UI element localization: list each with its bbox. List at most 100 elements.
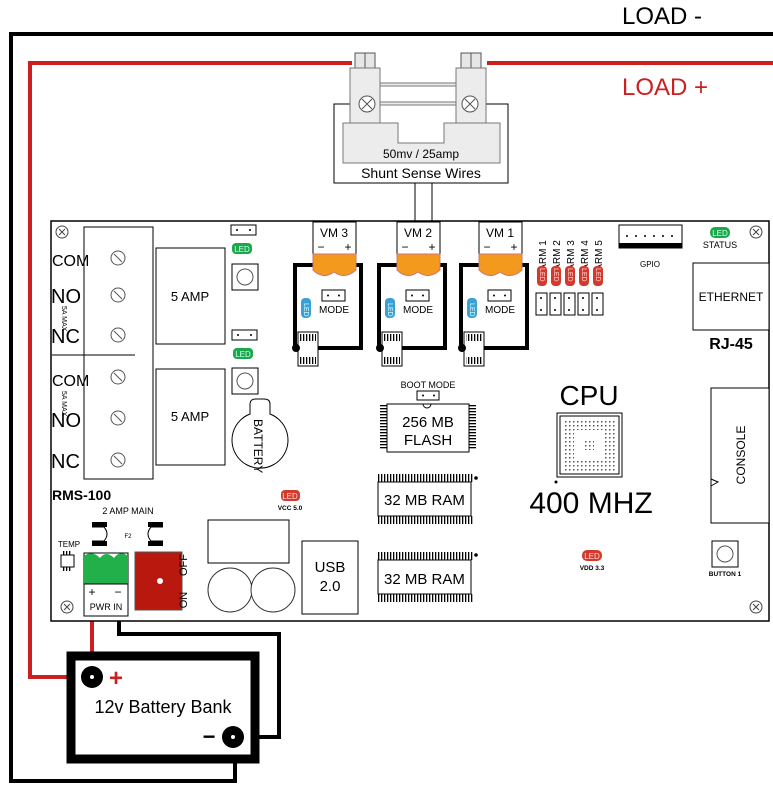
flash-chip: 256 MB FLASH	[380, 403, 476, 453]
alarm-jumper[interactable]	[577, 292, 590, 316]
cpu-chip	[554, 412, 623, 484]
console-port[interactable]: CONSOLE	[710, 387, 770, 524]
status-label: STATUS	[703, 240, 737, 250]
vdd-led: LED	[582, 550, 602, 561]
switch-off-label: OFF	[178, 554, 190, 576]
alarm-jumper[interactable]	[535, 292, 548, 316]
vm-label: VM 3	[320, 226, 348, 240]
terminal-screw-icon[interactable]	[110, 410, 126, 426]
svg-text:LED: LED	[282, 492, 298, 501]
relay2-button[interactable]	[231, 367, 259, 395]
relay1-com-label: COM	[52, 253, 89, 270]
vm-mode-jumper[interactable]	[405, 289, 430, 302]
svg-text:LED: LED	[552, 268, 559, 282]
vm-mode-label: MODE	[485, 305, 515, 316]
ethernet-label: ETHERNET	[699, 290, 764, 304]
cpu-speed: 400 MHZ	[529, 487, 652, 520]
svg-text:LED: LED	[468, 303, 475, 317]
button-1[interactable]	[711, 540, 739, 568]
gpio-header	[618, 224, 683, 249]
relay1-led: LED	[232, 243, 252, 254]
vm-plus: +	[510, 240, 517, 254]
flash-size: 256 MB	[402, 414, 454, 431]
board-model: RMS-100	[52, 487, 111, 503]
vm-connector	[292, 331, 319, 367]
main-fuse-label: 2 AMP MAIN	[102, 506, 153, 516]
terminal-screw-icon[interactable]	[110, 287, 126, 303]
vm-mode-label: MODE	[319, 305, 349, 316]
ram1-label: 32 MB RAM	[384, 492, 465, 509]
battery-positive-terminal	[81, 666, 103, 688]
svg-text:LED: LED	[302, 303, 309, 317]
temp-sensor	[60, 551, 75, 571]
alarm-label: ALARM 1	[538, 240, 549, 283]
terminal-screw-icon[interactable]	[110, 369, 126, 385]
relay1-no-label: NO	[51, 286, 81, 308]
rj45-label: RJ-45	[709, 336, 753, 353]
capacitor-1	[207, 567, 253, 613]
shunt: 50mv / 25amp Shunt Sense Wires	[333, 52, 509, 222]
alarm-label: ALARM 2	[552, 240, 563, 283]
svg-text:LED: LED	[235, 350, 251, 359]
alarm-label: ALARM 4	[580, 240, 591, 283]
svg-text:LED: LED	[538, 268, 545, 282]
mount-hole-icon	[749, 600, 763, 614]
alarm-jumper[interactable]	[549, 292, 562, 316]
battery-minus-sign: −	[203, 724, 216, 749]
usb-port[interactable]: USB 2.0	[301, 540, 359, 615]
vm-minus: −	[483, 240, 490, 254]
svg-text:LED: LED	[594, 268, 601, 282]
battery-label: BATTERY	[251, 419, 265, 473]
svg-text:LED: LED	[712, 229, 728, 238]
terminal-screw-icon[interactable]	[110, 327, 126, 343]
vm-mode-jumper[interactable]	[487, 289, 512, 302]
vm-led: LED	[301, 298, 311, 318]
svg-text:LED: LED	[580, 268, 587, 282]
svg-text:LED: LED	[584, 552, 600, 561]
relay-1: 5 AMP	[155, 247, 226, 345]
relay2-com-label: COM	[52, 373, 89, 390]
vm-connector	[376, 331, 403, 367]
boot-mode-jumper[interactable]	[416, 390, 440, 401]
terminal-screw-icon[interactable]	[110, 452, 126, 468]
pwr-minus: −	[114, 585, 121, 599]
load-positive-wire	[28, 61, 773, 679]
relay2-no-label: NO	[51, 410, 81, 432]
cpu-label: CPU	[559, 380, 618, 411]
ram-chip-2: 32 MB RAM	[377, 552, 478, 602]
alarm-jumper[interactable]	[591, 292, 604, 316]
relay1-nc-label: NC	[51, 326, 80, 348]
terminal-screw-icon[interactable]	[110, 250, 126, 266]
fuse-holder-right	[147, 522, 163, 546]
ethernet-port[interactable]: ETHERNET	[692, 262, 770, 331]
capacitor-2	[250, 567, 296, 613]
shunt-rating: 50mv / 25amp	[383, 147, 459, 161]
alarm-jumper[interactable]	[563, 292, 576, 316]
pwr-in-negative-wire	[117, 614, 281, 739]
vm-label: VM 2	[404, 226, 432, 240]
relay1-max-label: 5A MAX	[60, 306, 67, 332]
vm-label: VM 1	[486, 226, 514, 240]
switch-on-label: ON	[178, 592, 190, 609]
alarm-label: ALARM 5	[594, 240, 605, 283]
vdd-label: VDD 3.3	[580, 565, 605, 572]
mount-hole-icon	[749, 225, 763, 239]
power-switch[interactable]	[134, 551, 183, 611]
relay2-rating: 5 AMP	[171, 409, 209, 424]
load-negative-wire	[9, 32, 773, 783]
mount-hole-icon	[55, 225, 69, 239]
svg-text:LED: LED	[234, 245, 250, 254]
vm-mode-jumper[interactable]	[321, 289, 346, 302]
fuse-holder-left	[92, 522, 108, 546]
relay1-button[interactable]	[231, 263, 259, 291]
regulator-block	[207, 519, 290, 564]
vm-plus: +	[428, 240, 435, 254]
relay2-led: LED	[233, 348, 253, 359]
